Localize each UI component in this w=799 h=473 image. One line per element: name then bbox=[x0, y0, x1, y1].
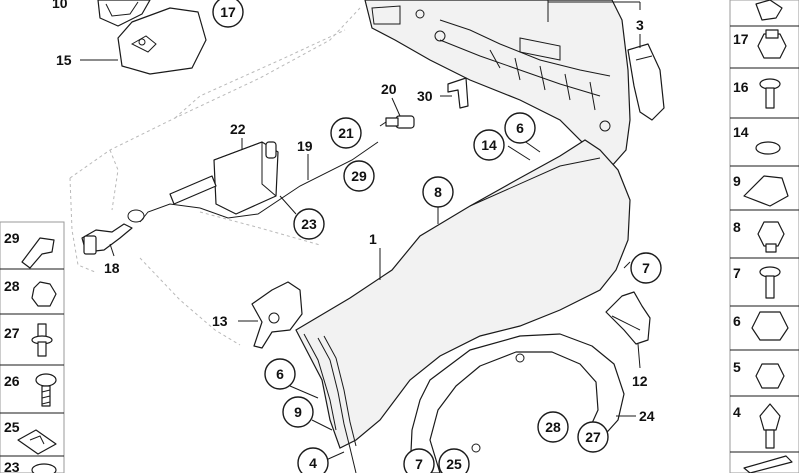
svg-text:28: 28 bbox=[545, 419, 561, 435]
circled-callouts: 17 21 29 23 14 6 8 7 bbox=[212, 0, 662, 473]
clip-25-icon bbox=[17, 429, 57, 455]
callout-7-circle-bottom: 7 bbox=[403, 448, 435, 473]
callout-3: 3 bbox=[636, 17, 644, 33]
left-part-29-label: 29 bbox=[4, 230, 20, 246]
callout-29-circle: 29 bbox=[343, 160, 375, 192]
callout-9-circle: 9 bbox=[282, 396, 314, 428]
nut-8-icon bbox=[757, 221, 785, 253]
cover-part-10 bbox=[97, 0, 151, 27]
callout-18: 18 bbox=[104, 260, 120, 276]
bolt-16-icon bbox=[759, 78, 781, 109]
clip-29-icon bbox=[21, 237, 55, 269]
rivet-27-icon bbox=[31, 323, 53, 357]
clip-9-icon bbox=[743, 175, 789, 207]
clip-part-30 bbox=[447, 77, 469, 109]
left-part-23-label: 23 bbox=[4, 459, 20, 473]
nut-5-icon bbox=[755, 363, 785, 389]
callout-7-circle-right: 7 bbox=[630, 252, 662, 284]
nut-23-icon bbox=[31, 463, 57, 473]
callout-25-circle: 25 bbox=[438, 448, 470, 473]
leader-lines bbox=[80, 0, 641, 461]
svg-text:25: 25 bbox=[446, 456, 462, 472]
svg-text:8: 8 bbox=[434, 184, 442, 200]
callout-6-circle-top: 6 bbox=[504, 112, 536, 144]
bracket-part-3 bbox=[627, 43, 665, 121]
right-part-8-label: 8 bbox=[733, 219, 741, 235]
washer-14-icon bbox=[755, 141, 781, 155]
svg-text:29: 29 bbox=[351, 168, 367, 184]
clip-top-icon bbox=[755, 0, 783, 21]
callout-24: 24 bbox=[639, 408, 655, 424]
callout-12: 12 bbox=[632, 373, 648, 389]
bracket-part-12 bbox=[605, 291, 651, 345]
screw-26-icon bbox=[35, 373, 57, 407]
right-part-14-label: 14 bbox=[733, 124, 749, 140]
svg-text:6: 6 bbox=[516, 120, 524, 136]
left-part-25-label: 25 bbox=[4, 419, 20, 435]
body-outline-background bbox=[69, 7, 361, 346]
nut-17-icon bbox=[757, 29, 787, 59]
left-part-28-label: 28 bbox=[4, 278, 20, 294]
callout-28-circle: 28 bbox=[537, 411, 569, 443]
svg-text:27: 27 bbox=[585, 429, 601, 445]
filler-neck-part-18 bbox=[81, 223, 133, 255]
callout-21-circle: 21 bbox=[330, 117, 362, 149]
screw-4-icon bbox=[759, 403, 781, 449]
svg-text:17: 17 bbox=[220, 4, 236, 20]
callout-27-circle: 27 bbox=[577, 421, 609, 453]
callout-10: 10 bbox=[52, 0, 68, 11]
nut-28-icon bbox=[31, 281, 57, 307]
svg-text:14: 14 bbox=[481, 137, 497, 153]
plain-callouts: 10 15 3 20 30 22 19 18 1 13 12 24 bbox=[52, 0, 655, 424]
callout-17-circle: 17 bbox=[212, 0, 244, 28]
callout-13: 13 bbox=[212, 313, 228, 329]
filler-housing-part-22 bbox=[169, 141, 279, 215]
right-parts-legend: 17 16 14 9 8 7 6 5 4 bbox=[729, 0, 799, 473]
svg-text:23: 23 bbox=[301, 216, 317, 232]
nut-6-icon bbox=[751, 311, 789, 341]
left-parts-legend: 29 28 27 26 25 23 bbox=[0, 221, 65, 473]
left-part-26-label: 26 bbox=[4, 373, 20, 389]
svg-text:9: 9 bbox=[294, 404, 302, 420]
callout-22: 22 bbox=[230, 121, 246, 137]
right-part-17-label: 17 bbox=[733, 31, 749, 47]
svg-text:6: 6 bbox=[276, 366, 284, 382]
callout-15: 15 bbox=[56, 52, 72, 68]
bolt-7-icon bbox=[759, 266, 781, 299]
side-panel-part-1 bbox=[295, 139, 631, 449]
cap-part-15 bbox=[117, 7, 207, 75]
callout-6-circle-left: 6 bbox=[264, 358, 296, 390]
callout-30: 30 bbox=[417, 88, 433, 104]
svg-text:4: 4 bbox=[309, 455, 317, 471]
callout-4-circle: 4 bbox=[297, 447, 329, 473]
bracket-part-13 bbox=[251, 281, 303, 349]
callout-14-circle: 14 bbox=[473, 129, 505, 161]
callout-1: 1 bbox=[369, 231, 377, 247]
callout-8-circle: 8 bbox=[422, 176, 454, 208]
right-part-7-label: 7 bbox=[733, 265, 741, 281]
right-part-16-label: 16 bbox=[733, 79, 749, 95]
callout-23-circle: 23 bbox=[293, 208, 325, 240]
right-part-4-label: 4 bbox=[733, 404, 741, 420]
svg-text:7: 7 bbox=[642, 260, 650, 276]
svg-text:21: 21 bbox=[338, 125, 354, 141]
callout-20: 20 bbox=[381, 81, 397, 97]
right-part-9-label: 9 bbox=[733, 173, 741, 189]
trim-strip-part-6 bbox=[317, 335, 357, 473]
bolt-part-20 bbox=[379, 115, 415, 129]
hose-part-19 bbox=[127, 141, 379, 223]
svg-text:7: 7 bbox=[415, 456, 423, 472]
callout-19: 19 bbox=[297, 138, 313, 154]
right-part-5-label: 5 bbox=[733, 359, 741, 375]
wheel-arch-liner bbox=[409, 333, 625, 473]
right-part-6-label: 6 bbox=[733, 313, 741, 329]
sealing-strip-icon bbox=[743, 455, 793, 473]
left-part-27-label: 27 bbox=[4, 325, 20, 341]
